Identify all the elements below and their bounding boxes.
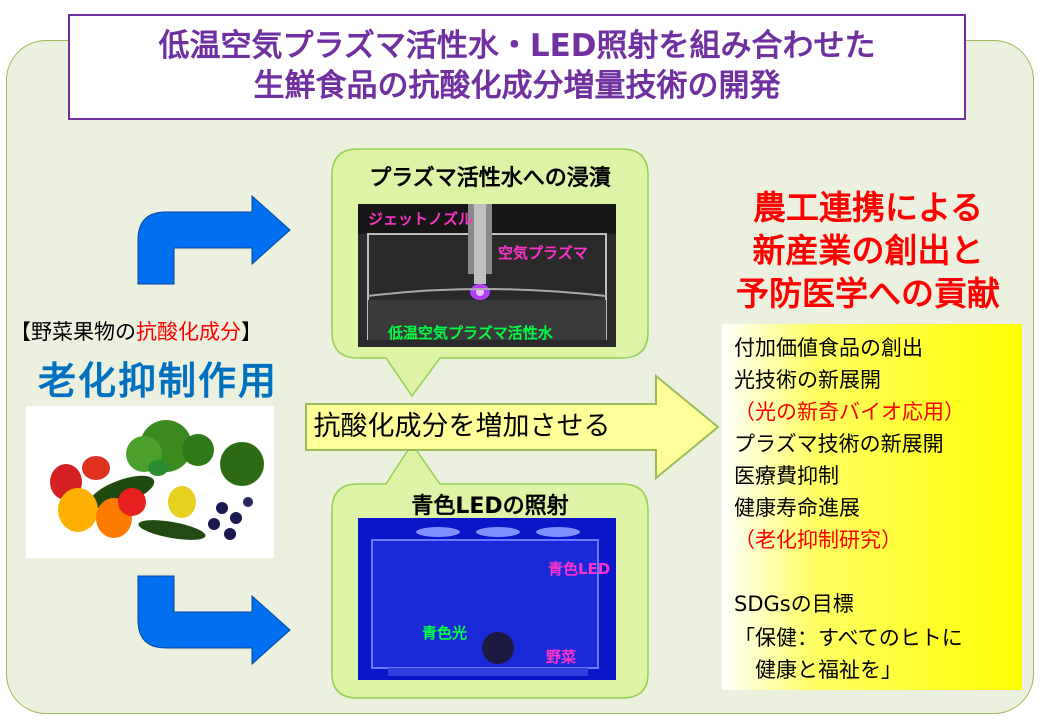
right-heading-line-1: 農工連携による — [752, 188, 983, 227]
left-label: 【野菜果物の抗酸化成分】 — [10, 316, 262, 346]
right-heading-line-2: 新産業の創出と — [752, 231, 984, 270]
vegetable-label: 野菜 — [546, 648, 577, 666]
left-label-highlight: 抗酸化成分 — [136, 320, 241, 344]
led-title: 青色LEDの照射 — [411, 494, 569, 519]
vegetables-image — [26, 406, 274, 558]
blue-arrow-down-icon — [137, 575, 291, 666]
left-label-prefix: 【野菜果物の — [10, 320, 136, 344]
increase-antioxidant-label: 抗酸化成分を増加させる — [313, 411, 611, 442]
led-photo: 青色LED 青色光 野菜 — [358, 518, 616, 680]
benefit-item: 付加価値食品の創出 — [734, 336, 923, 360]
plasma-water-label: 低温空気プラズマ活性水 — [388, 324, 553, 342]
title-box: 低温空気プラズマ活性水・LED照射を組み合わせた 生鮮食品の抗酸化成分増量技術の… — [68, 14, 966, 120]
aging-suppression-heading: 老化抑制作用 — [38, 359, 279, 403]
left-label-suffix: 】 — [241, 320, 262, 344]
blue-light-label: 青色光 — [422, 624, 468, 642]
benefit-item: SDGsの目標 — [734, 592, 854, 616]
blue-arrow-up-icon — [137, 194, 291, 285]
right-heading: 農工連携による 新産業の創出と 予防医学への貢献 — [700, 186, 1036, 315]
benefits-box: 付加価値食品の創出 光技術の新展開 （光の新奇バイオ応用） プラズマ技術の新展開… — [722, 324, 1022, 690]
benefit-item: プラズマ技術の新展開 — [734, 432, 944, 456]
yellow-arrow-icon — [305, 373, 720, 481]
right-heading-line-3: 予防医学への貢献 — [736, 274, 1000, 313]
title-line-2: 生鮮食品の抗酸化成分増量技術の開発 — [253, 68, 781, 104]
air-plasma-label: 空気プラズマ — [498, 244, 588, 262]
benefit-item: 医療費抑制 — [734, 464, 839, 488]
title-line-1: 低温空気プラズマ活性水・LED照射を組み合わせた — [158, 28, 876, 64]
benefit-item: （光の新奇バイオ応用） — [734, 400, 965, 424]
plasma-title: プラズマ活性水への浸漬 — [369, 166, 611, 191]
benefit-item: 光技術の新展開 — [734, 368, 881, 392]
blue-led-label: 青色LED — [548, 560, 611, 578]
benefit-item: 「保健：すべてのヒトに — [734, 626, 963, 650]
led-apparatus-image — [358, 518, 616, 680]
benefit-item: （老化抑制研究） — [734, 528, 902, 552]
plasma-photo: ジェットノズル 空気プラズマ 低温空気プラズマ活性水 — [358, 204, 616, 347]
vegetables-illustration — [26, 406, 274, 558]
benefit-item: 健康寿命進展 — [734, 496, 860, 520]
benefit-item: 健康と福祉を」 — [734, 658, 902, 682]
plasma-apparatus-image — [358, 204, 616, 347]
jet-nozzle-label: ジェットノズル — [368, 210, 474, 228]
